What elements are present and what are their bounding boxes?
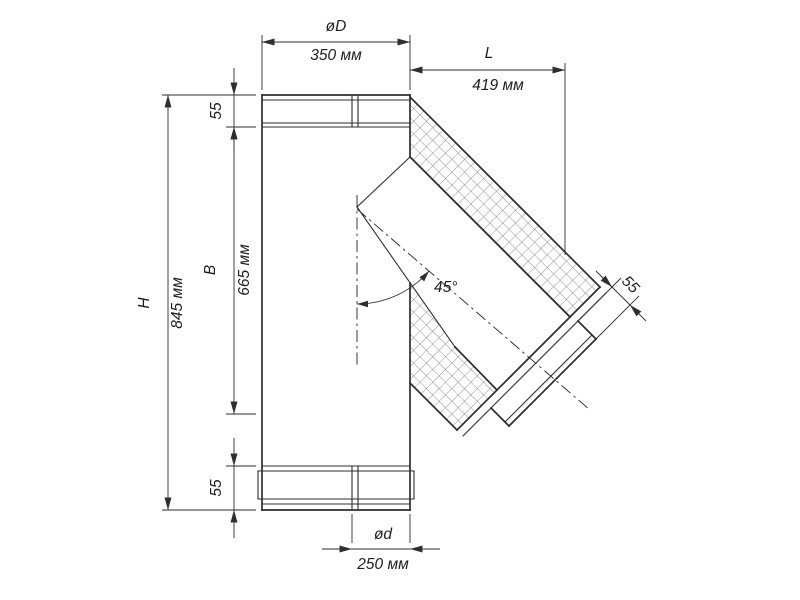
spigot-side-upper [576,319,598,341]
dim-arrow-spigot-b [629,304,647,322]
total-height-label: H [136,297,153,309]
angle-label: 45° [434,279,457,296]
branch-lower-inner-wall [453,345,499,392]
branch-spigot-value: 55 [618,273,642,297]
dim-branch-projection: L 419 мм [410,45,565,94]
extension-lines [162,35,640,543]
ext-spigot-end [595,295,640,340]
branch-upper-outer-wall [408,95,602,289]
branch-end-face-outer [455,285,602,432]
inner-diameter-label: ød [374,526,393,543]
dim-bottom-collar: 55 [208,438,238,538]
top-collar-value: 55 [208,102,225,120]
dim-outer-diameter: øD 350 мм [262,18,410,64]
branch-upper-inner-wall [408,155,572,319]
outer-diameter-value: 350 мм [310,47,362,64]
bottom-collar [257,465,415,511]
branch-insulation-hatch [409,96,601,431]
top-collar [261,94,411,128]
bottom-collar-value: 55 [208,479,225,497]
branch [356,95,607,437]
barrel [257,94,415,511]
dim-total-height: H 845 мм [136,95,186,510]
angle-arrow-axis [419,271,429,282]
branch-lower-insulation [409,282,498,431]
spigot-side-lower [489,406,511,428]
angle-arrow-bottom [357,300,368,308]
inner-diameter-value: 250 мм [356,556,409,573]
saddle-upper-intersection-line [356,156,411,208]
center-lines [356,195,591,411]
saddle-lower-intersection-line [356,206,456,348]
outer-diameter-label: øD [326,18,347,35]
total-height-value: 845 мм [169,277,186,329]
dim-inner-diameter: ød 250 мм [322,526,440,573]
dim-line-branch-spigot [611,286,631,306]
branch-projection-label: L [485,45,494,62]
dim-top-collar: 55 [208,68,238,154]
ext-spigot-start [577,277,622,322]
spigot-end-line-outer [507,337,598,428]
dim-body-height: B 665 мм [202,127,253,414]
branch-spigot-collar [489,319,598,428]
dim-arrow-spigot-a [595,270,613,288]
angle-dimension: 45° [356,270,457,308]
body-height-label: B [202,265,219,275]
spigot-end-line-inner [504,334,593,423]
branch-projection-value: 419 мм [472,77,524,94]
branch-lower-outer-wall [408,381,459,432]
branch-axis-line [356,208,591,411]
body-height-value: 665 мм [236,244,253,296]
